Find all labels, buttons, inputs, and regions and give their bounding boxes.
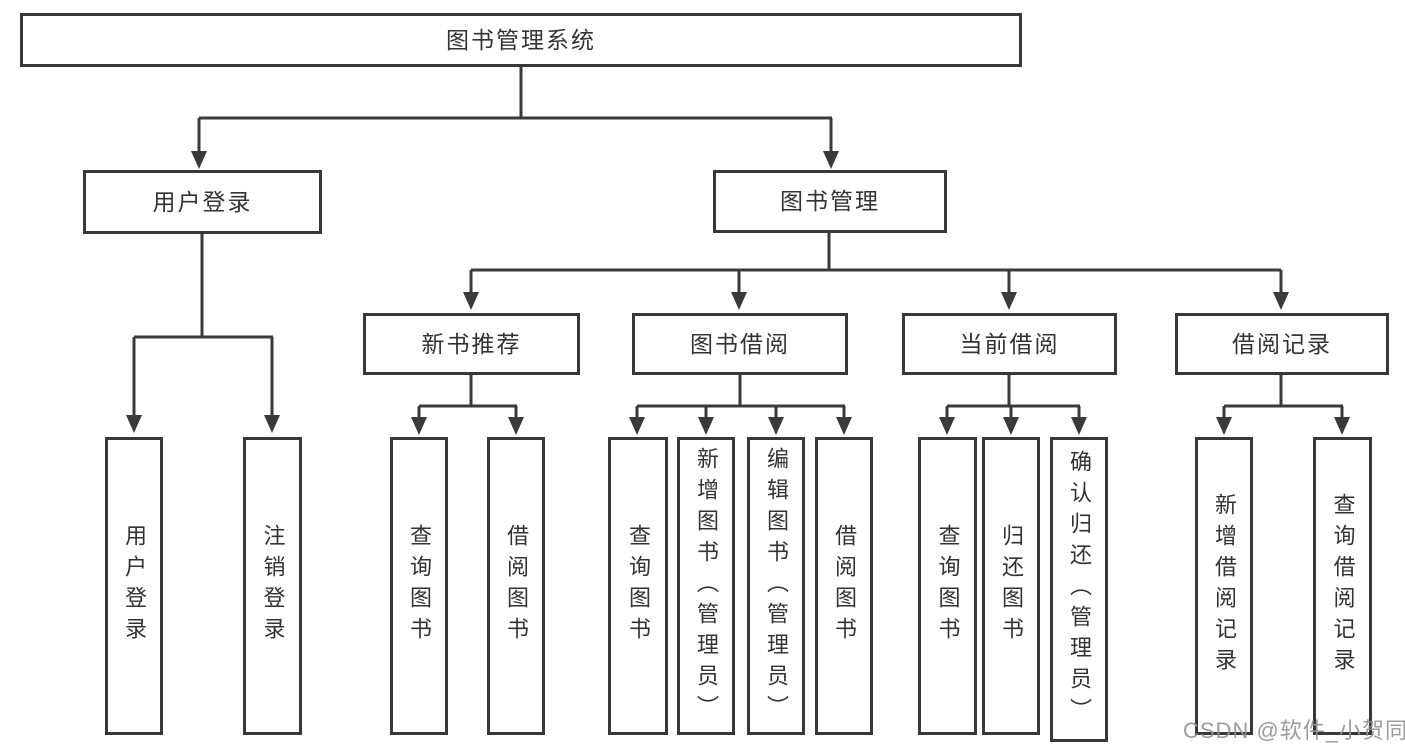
node-borrow-records-label: 借阅记录 xyxy=(1232,330,1332,357)
connector-borrow-records-split xyxy=(1216,375,1350,435)
leaf-borrow-books-2-label: 借阅图书 xyxy=(832,524,857,648)
leaf-user-login: 用户登录 xyxy=(105,437,163,735)
node-book-management: 图书管理 xyxy=(713,170,947,233)
leaf-query-books-3: 查询图书 xyxy=(918,437,977,735)
leaf-confirm-return-admin: 确认归还（管理员） xyxy=(1050,437,1108,742)
leaf-query-borrow-record: 查询借阅记录 xyxy=(1313,437,1372,735)
connector-book-mgmt-split xyxy=(463,233,1289,310)
node-current-borrow-label: 当前借阅 xyxy=(959,330,1060,357)
leaf-edit-books-admin: 编辑图书（管理员） xyxy=(747,437,805,735)
leaf-logout: 注销登录 xyxy=(243,437,302,735)
leaf-query-books-2: 查询图书 xyxy=(608,437,668,735)
connector-user-login-split xyxy=(126,234,280,433)
leaf-return-books: 归还图书 xyxy=(982,437,1040,735)
leaf-add-books-admin-label: 新增图书（管理员） xyxy=(694,446,719,726)
leaf-query-borrow-record-label: 查询借阅记录 xyxy=(1330,493,1356,679)
leaf-user-login-label: 用户登录 xyxy=(122,524,147,648)
watermark: CSDN @软件_小贺同学 xyxy=(1183,718,1405,743)
node-library-system-label: 图书管理系统 xyxy=(446,26,596,53)
node-new-book-recommend: 新书推荐 xyxy=(363,313,580,375)
node-user-login: 用户登录 xyxy=(83,170,322,234)
connector-book-borrow-split xyxy=(629,375,852,435)
connector-current-borrow-split xyxy=(939,375,1087,435)
leaf-borrow-books-2: 借阅图书 xyxy=(815,437,873,735)
leaf-add-borrow-record: 新增借阅记录 xyxy=(1195,437,1253,735)
leaf-return-books-label: 归还图书 xyxy=(999,524,1024,648)
leaf-query-books-1-label: 查询图书 xyxy=(407,524,432,648)
node-new-book-recommend-label: 新书推荐 xyxy=(421,330,522,357)
leaf-borrow-books-1: 借阅图书 xyxy=(487,437,545,735)
node-library-system: 图书管理系统 xyxy=(20,13,1022,67)
connector-new-books-split xyxy=(411,375,524,435)
leaf-confirm-return-admin-label: 确认归还（管理员） xyxy=(1067,450,1092,729)
node-book-borrow-label: 图书借阅 xyxy=(690,330,790,357)
leaf-query-books-1: 查询图书 xyxy=(390,437,448,735)
leaf-add-books-admin: 新增图书（管理员） xyxy=(677,437,735,735)
leaf-edit-books-admin-label: 编辑图书（管理员） xyxy=(764,446,789,726)
leaf-query-books-3-label: 查询图书 xyxy=(935,524,961,648)
leaf-add-borrow-record-label: 新增借阅记录 xyxy=(1212,493,1237,679)
leaf-query-books-2-label: 查询图书 xyxy=(626,524,651,648)
node-book-borrow: 图书借阅 xyxy=(632,313,848,375)
node-current-borrow: 当前借阅 xyxy=(902,313,1117,375)
node-borrow-records: 借阅记录 xyxy=(1175,313,1389,375)
node-user-login-label: 用户登录 xyxy=(152,188,253,215)
node-book-management-label: 图书管理 xyxy=(780,188,880,214)
leaf-borrow-books-1-label: 借阅图书 xyxy=(504,524,529,648)
connector-root-split xyxy=(191,67,839,169)
leaf-logout-label: 注销登录 xyxy=(260,524,286,648)
